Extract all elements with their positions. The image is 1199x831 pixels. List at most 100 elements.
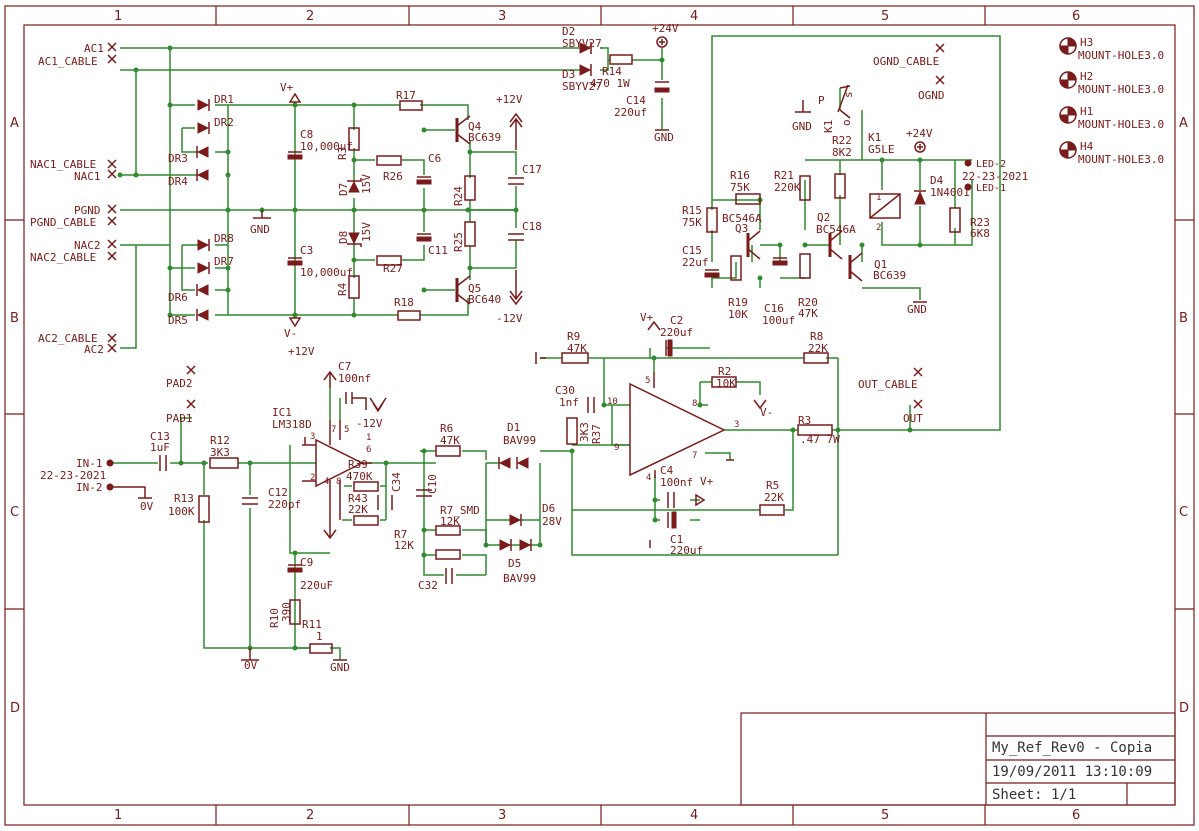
label-r3: R3 [798, 414, 811, 427]
label-q4v: BC639 [468, 131, 501, 144]
label-r16: R16 [730, 169, 750, 182]
label-d7v: 15V [360, 174, 373, 194]
row-label: D [1179, 701, 1189, 716]
label-c12: C12 [268, 486, 288, 499]
label-c32: C32 [418, 579, 438, 592]
label-d5v: BAV99 [503, 572, 536, 585]
label-r27: R27 [383, 262, 403, 275]
label-c30: C30 [555, 384, 575, 397]
label-ic1v: LM318D [272, 418, 312, 431]
label-p12: +12V [288, 345, 315, 358]
col-label: 6 [1072, 9, 1080, 24]
label-c12v: 220pf [268, 498, 301, 511]
label-dr2: DR2 [214, 116, 234, 129]
label-nac1-cable: NAC1_CABLE [30, 158, 96, 171]
label-r15v: 75K [682, 216, 702, 229]
label-d8v: 15V [360, 222, 373, 242]
pin-number: 9 [614, 443, 619, 453]
label-r14: R14 [602, 65, 622, 78]
label-q1: Q1 [874, 258, 887, 271]
label-ac1: AC1 [84, 42, 104, 55]
col-label: 5 [881, 808, 889, 823]
label-r26: R26 [383, 170, 403, 183]
label-c34: C34 [390, 472, 403, 492]
label-r12v: 3K3 [210, 446, 230, 459]
pin-number: 1 [366, 433, 371, 443]
pin-number: 4 [324, 477, 329, 487]
label-ognd: OGND [918, 89, 945, 102]
col-label: 4 [690, 808, 698, 823]
label-d3: D3 [562, 68, 575, 81]
label-h3-type: MOUNT-HOLE3.0 [1078, 49, 1164, 62]
label-nac1: NAC1 [74, 170, 101, 183]
label-d7: D7 [337, 183, 350, 196]
row-label: A [1179, 116, 1188, 131]
label-k1o: o [840, 119, 853, 126]
label-p12: +12V [496, 93, 523, 106]
label-gnd: GND [792, 120, 812, 133]
label-m12: -12V [356, 417, 383, 430]
label-in1: IN-1 [76, 457, 103, 470]
label-r23: R23 [970, 216, 990, 229]
junctions [117, 45, 923, 651]
label-r5v: 22K [764, 491, 784, 504]
label-c13v: 1uF [150, 441, 170, 454]
label-c8: C8 [300, 128, 313, 141]
label-c13: C13 [150, 430, 170, 443]
label-q1v: BC639 [873, 269, 906, 282]
col-label: 4 [690, 9, 698, 24]
label-d2: D2 [562, 25, 575, 38]
label-h1: H1 [1080, 105, 1093, 118]
label-pgnd: PGND [74, 204, 101, 217]
label-r18: R18 [394, 296, 414, 309]
label-c17: C17 [522, 163, 542, 176]
project-date: 19/09/2011 13:10:09 [992, 764, 1152, 780]
label-r39v: 470K [346, 470, 373, 483]
label-r9: R9 [567, 330, 580, 343]
label-out-cable: OUT_CABLE [858, 378, 918, 391]
label-r23v: 6K8 [970, 227, 990, 240]
label-r3v: .47 7W [800, 433, 840, 446]
row-label: B [10, 311, 19, 326]
label-r15: R15 [682, 204, 702, 217]
label-q3: Q3 [735, 222, 748, 235]
label-r11v: 1 [316, 630, 323, 643]
label-vminus: V- [284, 327, 297, 340]
label-dr3: DR3 [168, 152, 188, 165]
label-dr7: DR7 [214, 255, 234, 268]
label-ic1: IC1 [272, 406, 292, 419]
label-zero: 0V [140, 500, 154, 513]
label-c8v: 10,000uf [300, 140, 353, 153]
label-ac2: AC2 [84, 343, 104, 356]
row-label: B [1179, 311, 1188, 326]
label-pad2: PAD2 [166, 377, 193, 390]
label-pad1: PAD1 [166, 412, 193, 425]
label-d2v: SBYV27 [562, 37, 602, 50]
col-label: 1 [114, 808, 122, 823]
label-q5v: BC640 [468, 293, 501, 306]
label-d5: D5 [508, 557, 521, 570]
label-nac2: NAC2 [74, 239, 101, 252]
label-r12: R12 [210, 434, 230, 447]
label-q2v: BC546A [816, 223, 856, 236]
label-h1-type: MOUNT-HOLE3.0 [1078, 118, 1164, 131]
label-in2: IN-2 [76, 481, 103, 494]
label-h4: H4 [1080, 140, 1094, 153]
label-d1v: BAV99 [503, 434, 536, 447]
label-vplus: V+ [640, 311, 654, 324]
label-r2: R2 [718, 365, 731, 378]
project-name: My_Ref_Rev0 - Copia [992, 740, 1152, 756]
label-d6v: 28V [542, 515, 562, 528]
label-c1v: 220uf [670, 544, 703, 557]
pin-number: 10 [607, 397, 618, 407]
label-c4: C4 [660, 464, 674, 477]
col-label: 1 [114, 9, 122, 24]
label-gnd: GND [907, 303, 927, 316]
pin-number: 3 [310, 432, 315, 442]
label-d3v: SBYV27 [562, 80, 602, 93]
label-r10: R10 [268, 608, 281, 628]
wires [110, 35, 1001, 660]
label-c18: C18 [522, 220, 542, 233]
label-c14v: 220uf [614, 106, 647, 119]
label-dr5: DR5 [168, 314, 188, 327]
